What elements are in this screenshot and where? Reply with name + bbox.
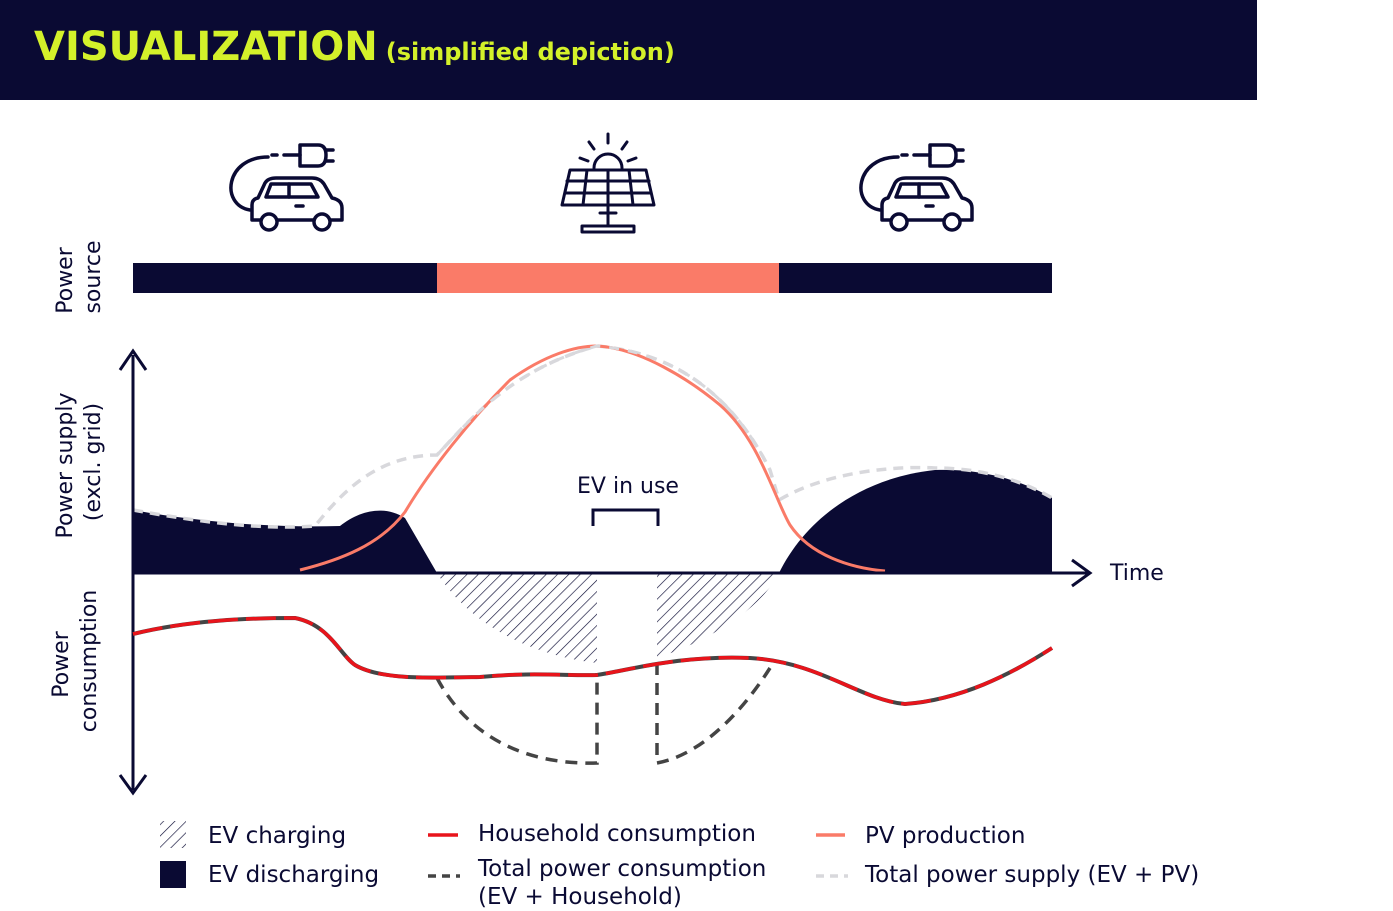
household-consumption-line [132, 616, 1053, 706]
total-supply-line [435, 344, 772, 471]
total-consumption-line [435, 673, 599, 765]
time-label: Time [1109, 561, 1164, 586]
ev-in-use-bracket [591, 508, 660, 526]
ev-in-use-label: EV in use [577, 474, 679, 499]
ev-charging-area [657, 573, 779, 658]
power-source-label: Power source [53, 240, 106, 314]
source-bar-ev [133, 263, 437, 293]
ev-discharging-area [133, 510, 437, 573]
power-supply-label: Power supply (excl. grid) [53, 386, 106, 539]
ev-charging-icon [859, 143, 974, 232]
axis-arrow-right [1071, 558, 1093, 588]
page-subtitle: (simplified depiction) [385, 38, 675, 66]
ev-discharging-area [779, 469, 1052, 573]
ev-charging-icon [229, 143, 344, 232]
legend-ev-charging: EV charging [208, 823, 346, 849]
legend-household: Household consumption [478, 821, 756, 847]
legend-ev-discharging: EV discharging [208, 862, 379, 888]
legend-total-consumption: Total power consumption (EV + Household) [477, 856, 774, 910]
legend-swatch-ev-charging [160, 821, 186, 848]
solar-panel-icon [560, 132, 656, 234]
page-title: VISUALIZATION(simplified depiction) [34, 24, 675, 70]
legend-swatch-ev-discharging [160, 861, 186, 888]
legend-pv-production: PV production [865, 823, 1025, 849]
legend-total-supply: Total power supply (EV + PV) [864, 862, 1199, 888]
axis-arrow-down [118, 774, 148, 796]
header-banner: VISUALIZATION(simplified depiction) [0, 0, 1257, 100]
axis-arrow-up [118, 348, 148, 371]
source-bar-pv [437, 263, 779, 293]
total-consumption-line [655, 663, 772, 766]
source-bar-ev [779, 263, 1052, 293]
power-consumption-label: Power consumption [49, 590, 102, 732]
ev-charging-area [437, 573, 597, 663]
